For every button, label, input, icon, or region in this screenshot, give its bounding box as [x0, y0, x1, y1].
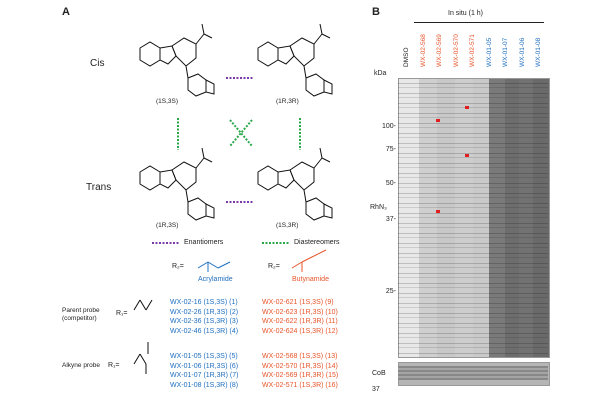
lane-label: WX-01-05 — [485, 37, 493, 67]
list-item: WX-01-08 (1S,3R) (8) — [170, 381, 239, 389]
list-item: WX-01-07 (1R,3R) (7) — [170, 372, 239, 380]
lane-label: WX-02-569 — [436, 34, 443, 67]
r2-butynamide-label: Butynamide — [292, 276, 329, 283]
list-alkyne-butynamide: WX-02-568 (1S,3S) (13) WX-02-570 (1R,3S)… — [262, 352, 338, 390]
gel-header-rule — [414, 22, 544, 23]
list-item: WX-02-16 (1S,3S) (1) — [170, 299, 238, 306]
legend-diastereomers: Diastereomers — [294, 239, 340, 246]
cob-band-overlay — [398, 366, 548, 380]
kda-label: kDa — [374, 70, 387, 77]
list-item: WX-02-571 (1S,3R) (16) — [262, 381, 338, 389]
gel-header: In situ (1 h) — [448, 10, 484, 17]
panel-a-letter: A — [62, 6, 70, 18]
list-item: WX-02-568 (1S,3S) (13) — [262, 353, 338, 360]
list-item: WX-02-36 (1S,3R) (3) — [170, 318, 239, 326]
list-item: WX-02-624 (1S,3R) (12) — [262, 327, 338, 335]
r2-label-right: R₂= — [268, 263, 280, 270]
rhn3-label: RhN₃ — [370, 204, 387, 211]
lane-label: WX-02-568 — [419, 34, 427, 67]
r2-label-left: R₂= — [172, 263, 184, 270]
gel-image — [398, 78, 550, 358]
band-marker — [465, 106, 469, 109]
list-item: WX-02-622 (1R,3R) (11) — [262, 318, 338, 326]
alkyne-probe-label: Alkyne probe — [62, 362, 100, 369]
stereo-label-trans-left: (1R,3S) — [156, 222, 179, 229]
butynamide-fragment — [291, 249, 327, 272]
list-item: WX-02-621 (1S,3S) (9) — [262, 299, 334, 306]
cob-label: CoB — [372, 370, 386, 377]
lane-label: WX-01-06 — [518, 37, 526, 67]
r1-label-alkyne: R₁= — [108, 362, 120, 369]
row-label-trans: Trans — [86, 182, 112, 193]
r2-acrylamide-label: Acrylamide — [198, 276, 233, 283]
lane-label: WX-01-07 — [502, 37, 509, 67]
stereo-label-cis-right: (1R,3R) — [276, 98, 299, 105]
gel-bands-overlay — [398, 78, 548, 356]
lane-label: DMSO — [403, 47, 410, 68]
stereo-label-trans-right: (1S,3R) — [276, 222, 299, 229]
r1-parent-fragment — [133, 299, 153, 311]
lane-label: WX-01-08 — [535, 37, 542, 67]
parent-probe-label-line1: Parent probe — [62, 307, 100, 314]
parent-probe-label-line2: (competitor) — [62, 315, 97, 322]
mw-marker-50: 50- — [385, 180, 396, 187]
acrylamide-fragment — [197, 261, 231, 272]
stereo-label-cis-left: (1S,3S) — [156, 98, 179, 105]
panel-b-letter: B — [372, 6, 380, 18]
mw-marker-75: 75- — [385, 146, 396, 153]
band-marker — [436, 119, 440, 122]
diastereomer-cross-2 — [229, 119, 253, 147]
list-item: WX-02-570 (1R,3S) (14) — [262, 362, 338, 370]
parent-probe-label: Parent probe (competitor) — [62, 307, 100, 323]
band-marker — [465, 154, 469, 157]
list-item: WX-02-623 (1R,3S) (10) — [262, 308, 338, 316]
lane-label: WX-02-570 — [452, 34, 460, 67]
list-item: WX-02-26 (1R,3S) (2) — [170, 308, 239, 316]
list-parent-butynamide: WX-02-621 (1S,3S) (9) WX-02-623 (1R,3S) … — [262, 298, 338, 336]
row-label-cis: Cis — [90, 58, 105, 69]
mw-marker-37: 37- — [385, 216, 396, 223]
list-item: WX-01-06 (1R,3S) (6) — [170, 362, 239, 370]
r1-label-parent: R₁= — [116, 310, 128, 317]
band-marker — [436, 210, 440, 213]
list-item: WX-02-569 (1R,3R) (15) — [262, 372, 339, 380]
list-parent-acrylamide: WX-02-16 (1S,3S) (1) WX-02-26 (1R,3S) (2… — [170, 298, 238, 336]
diastereomer-cross-1 — [229, 119, 253, 147]
list-item: WX-01-05 (1S,3S) (5) — [170, 353, 238, 360]
lane-label: WX-02-571 — [469, 34, 476, 67]
legend-enantiomers: Enantiomers — [184, 239, 224, 246]
mw-marker-100: 100- — [381, 123, 396, 130]
cob-mw: 37 — [372, 386, 380, 393]
list-item: WX-02-46 (1S,3R) (4) — [170, 327, 239, 335]
r1-alkyne-fragment — [133, 342, 149, 374]
list-alkyne-acrylamide: WX-01-05 (1S,3S) (5) WX-01-06 (1R,3S) (6… — [170, 352, 238, 390]
mw-marker-25: 25- — [385, 288, 396, 295]
